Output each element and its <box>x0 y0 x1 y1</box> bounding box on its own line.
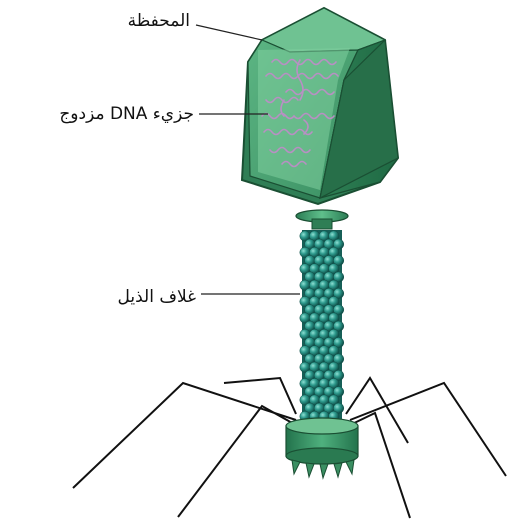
tail-fiber-5 <box>350 383 506 476</box>
label-tail-sheath: غلاف الذيل <box>60 287 196 307</box>
label-dna: جزيء DNA مزدوج <box>6 104 194 124</box>
base-plate-top <box>286 418 358 434</box>
label-capsid: المحفظة <box>108 11 190 31</box>
tail-fiber-1 <box>73 383 296 488</box>
capsid <box>242 8 398 204</box>
capsid-top-face <box>262 8 385 52</box>
tail-sheath <box>300 230 344 428</box>
tail-fiber-2 <box>178 406 294 517</box>
collar-neck <box>312 219 332 229</box>
base-plate <box>286 418 358 478</box>
leader-capsid <box>196 25 262 40</box>
collar <box>296 210 348 229</box>
